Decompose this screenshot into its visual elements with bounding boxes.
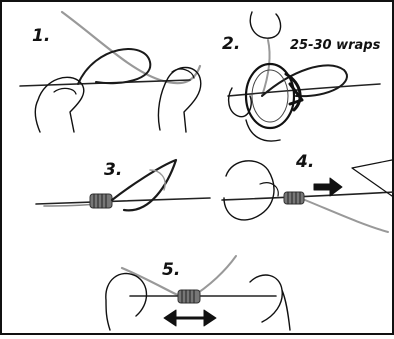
thumb-4 <box>260 183 278 196</box>
step-2-label: 2. <box>222 34 240 54</box>
pull-arrow <box>314 178 342 196</box>
tag-line-2 <box>262 40 270 96</box>
pull-hand-4 <box>352 160 392 196</box>
main-line-3 <box>36 198 210 204</box>
hand-4 <box>224 161 274 220</box>
fist-2 <box>246 120 280 141</box>
wraps-3 <box>90 194 112 208</box>
wraps-4 <box>284 192 304 204</box>
wrap-circle-inner <box>252 70 288 122</box>
left-thumb-1 <box>54 88 76 94</box>
main-line-4 <box>222 192 394 200</box>
step-3-label: 3. <box>104 160 122 180</box>
wraps-count-note: 25-30 wraps <box>290 38 380 53</box>
panel-5 <box>106 256 290 330</box>
panel-2 <box>228 12 380 141</box>
right-hand-5 <box>250 275 290 330</box>
top-hand-2 <box>250 12 280 38</box>
tag-line-3 <box>44 204 96 206</box>
wraps-5 <box>178 290 200 303</box>
right-thumb-1 <box>172 69 194 78</box>
step-4-label: 4. <box>296 152 314 172</box>
step-1-label: 1. <box>32 26 50 46</box>
left-hand-2 <box>229 88 252 117</box>
tag-line-4 <box>300 198 388 232</box>
tighten-arrow-left <box>164 310 176 326</box>
tag-line-light <box>62 12 200 83</box>
tighten-arrow-right <box>204 310 216 326</box>
step-5-label: 5. <box>162 260 180 280</box>
panel-3 <box>36 160 210 210</box>
main-line-2 <box>228 84 380 96</box>
loop-1 <box>78 49 150 84</box>
left-hand-5 <box>106 273 147 330</box>
